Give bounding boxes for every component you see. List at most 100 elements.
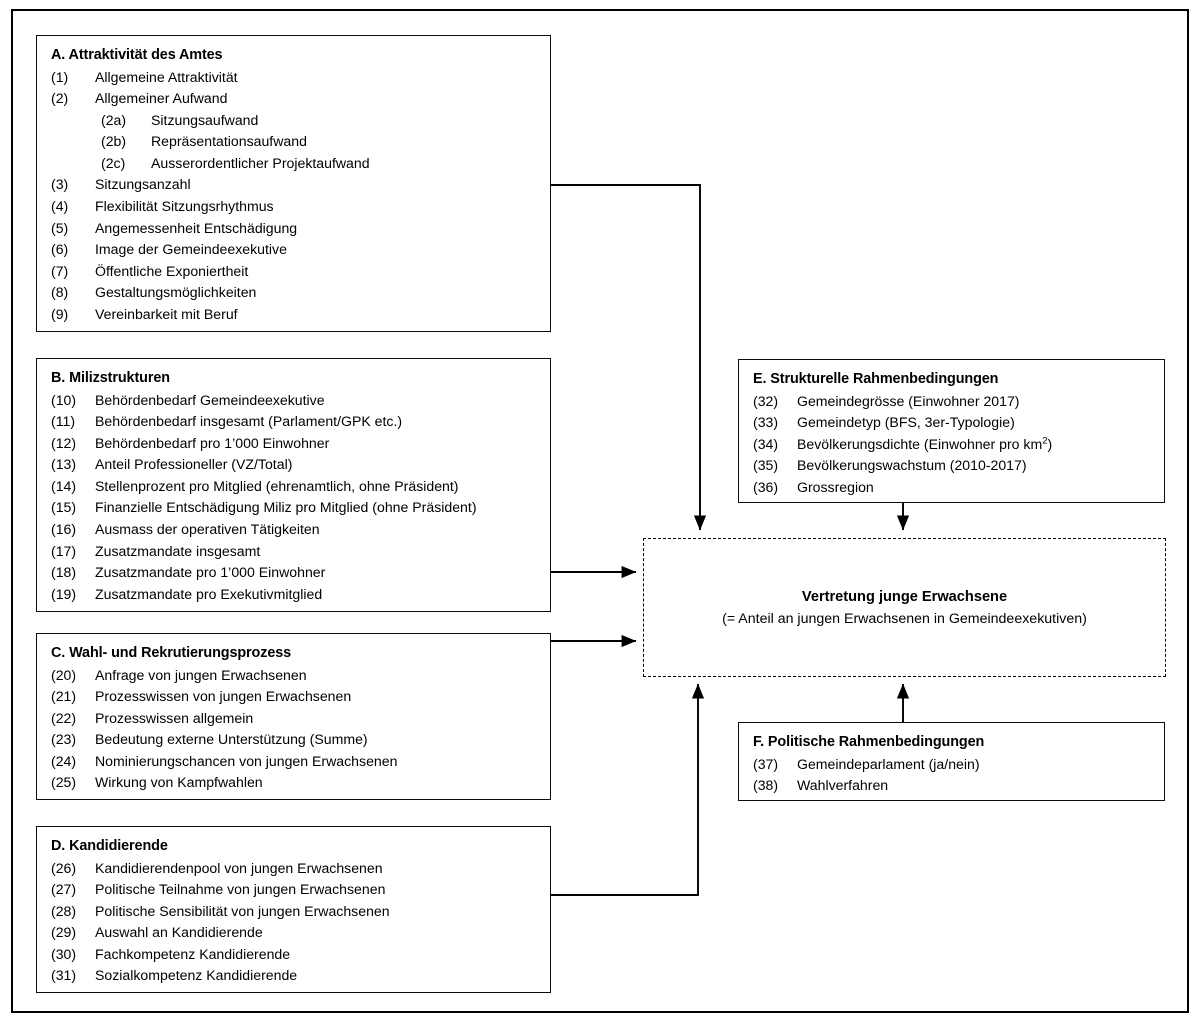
list-item: (35) Bevölkerungswachstum (2010-2017) <box>739 455 1164 477</box>
item-label: Sitzungsaufwand <box>151 111 259 128</box>
list-item: (23) Bedeutung externe Unterstützung (Su… <box>37 729 550 751</box>
item-label: Flexibilität Sitzungsrhythmus <box>95 198 274 215</box>
list-item: (29) Auswahl an Kandidierende <box>37 922 550 944</box>
item-number: (17) <box>51 542 77 559</box>
box-c-title: C. Wahl- und Rekrutierungsprozess <box>51 645 292 661</box>
list-item: (9) Vereinbarkeit mit Beruf <box>37 304 550 326</box>
item-number: (24) <box>51 752 77 769</box>
item-label: Allgemeiner Aufwand <box>95 90 228 107</box>
item-label: Wirkung von Kampfwahlen <box>95 774 263 791</box>
item-label: Sitzungsanzahl <box>95 176 191 193</box>
item-number: (10) <box>51 391 77 408</box>
box-b-items: (10) Behördenbedarf Gemeindeexekutive (1… <box>37 390 550 606</box>
list-item: (7) Öffentliche Exponiertheit <box>37 261 550 283</box>
list-item: (16) Ausmass der operativen Tätigkeiten <box>37 519 550 541</box>
list-item: (33) Gemeindetyp (BFS, 3er-Typologie) <box>739 412 1164 434</box>
item-label: Stellenprozent pro Mitglied (ehrenamtlic… <box>95 477 459 494</box>
item-label: Zusatzmandate pro Exekutivmitglied <box>95 585 323 602</box>
item-number: (1) <box>51 68 69 85</box>
box-f-items: (37) Gemeindeparlament (ja/nein) (38) Wa… <box>739 754 1164 797</box>
item-number: (4) <box>51 198 69 215</box>
item-number: (32) <box>753 392 779 409</box>
box-b-title: B. Milizstrukturen <box>51 370 170 386</box>
outcome-box-vertretung-junge-erwachsene: Vertretung junge Erwachsene (= Anteil an… <box>643 538 1166 677</box>
item-label: Behördenbedarf Gemeindeexekutive <box>95 391 325 408</box>
item-label: Bevölkerungswachstum (2010-2017) <box>797 457 1027 474</box>
list-item: (2c) Ausserordentlicher Projektaufwand <box>37 153 550 175</box>
box-e-title: E. Strukturelle Rahmenbedingungen <box>753 371 999 387</box>
box-a-title: A. Attraktivität des Amtes <box>51 47 223 63</box>
item-number: (19) <box>51 585 77 602</box>
outcome-subtitle: (= Anteil an jungen Erwachsenen in Gemei… <box>722 610 1087 627</box>
item-number: (25) <box>51 774 77 791</box>
item-label: Prozesswissen allgemein <box>95 709 254 726</box>
box-c-wahl-und-rekrutierungsprozess: C. Wahl- und Rekrutierungsprozess (20) A… <box>36 633 551 800</box>
list-item: (1) Allgemeine Attraktivität <box>37 67 550 89</box>
item-number: (8) <box>51 284 69 301</box>
box-e-items: (32) Gemeindegrösse (Einwohner 2017) (33… <box>739 391 1164 499</box>
box-e-strukturelle-rahmenbedingungen: E. Strukturelle Rahmenbedingungen (32) G… <box>738 359 1165 503</box>
list-item: (2) Allgemeiner Aufwand <box>37 88 550 110</box>
item-number: (2a) <box>101 111 127 128</box>
box-f-title: F. Politische Rahmenbedingungen <box>753 734 985 750</box>
list-item: (15) Finanzielle Entschädigung Miliz pro… <box>37 497 550 519</box>
item-label: Bevölkerungsdichte (Einwohner pro km2) <box>797 435 1053 452</box>
item-number: (31) <box>51 967 77 984</box>
item-label: Repräsentationsaufwand <box>151 133 307 150</box>
item-number: (16) <box>51 521 77 538</box>
item-number: (9) <box>51 306 69 323</box>
list-item: (22) Prozesswissen allgemein <box>37 708 550 730</box>
list-item: (4) Flexibilität Sitzungsrhythmus <box>37 196 550 218</box>
box-d-items: (26) Kandidierendenpool von jungen Erwac… <box>37 858 550 988</box>
list-item: (25) Wirkung von Kampfwahlen <box>37 772 550 794</box>
item-number: (7) <box>51 262 69 279</box>
list-item: (19) Zusatzmandate pro Exekutivmitglied <box>37 584 550 606</box>
box-b-milizstrukturen: B. Milizstrukturen (10) Behördenbedarf G… <box>36 358 551 612</box>
box-a-attraktivitaet-des-amtes: A. Attraktivität des Amtes (1) Allgemein… <box>36 35 551 332</box>
item-number: (30) <box>51 945 77 962</box>
list-item: (26) Kandidierendenpool von jungen Erwac… <box>37 858 550 880</box>
outcome-title: Vertretung junge Erwachsene <box>801 588 1008 605</box>
item-label: Gemeindegrösse (Einwohner 2017) <box>797 392 1020 409</box>
item-label: Zusatzmandate pro 1’000 Einwohner <box>95 564 326 581</box>
item-number: (13) <box>51 456 77 473</box>
list-item: (17) Zusatzmandate insgesamt <box>37 541 550 563</box>
item-number: (33) <box>753 414 779 431</box>
item-label: Anfrage von jungen Erwachsenen <box>95 666 307 683</box>
box-d-title: D. Kandidierende <box>51 838 168 854</box>
item-label: Sozialkompetenz Kandidierende <box>95 967 298 984</box>
item-label: Prozesswissen von jungen Erwachsenen <box>95 688 352 705</box>
item-label: Behördenbedarf pro 1’000 Einwohner <box>95 434 330 451</box>
item-number: (38) <box>753 777 779 794</box>
item-number: (11) <box>51 413 76 430</box>
list-item: (6) Image der Gemeindeexekutive <box>37 239 550 261</box>
item-number: (6) <box>51 241 69 258</box>
item-number: (15) <box>51 499 77 516</box>
list-item: (36) Grossregion <box>739 477 1164 499</box>
item-number: (22) <box>51 709 77 726</box>
item-number: (2c) <box>101 154 126 171</box>
item-number: (28) <box>51 902 77 919</box>
list-item: (32) Gemeindegrösse (Einwohner 2017) <box>739 391 1164 413</box>
item-label: Gemeindeparlament (ja/nein) <box>797 755 980 772</box>
list-item: (8) Gestaltungsmöglichkeiten <box>37 282 550 304</box>
item-label: Auswahl an Kandidierende <box>95 924 263 941</box>
item-number: (35) <box>753 457 779 474</box>
list-item: (2b) Repräsentationsaufwand <box>37 131 550 153</box>
item-number: (3) <box>51 176 69 193</box>
item-label: Behördenbedarf insgesamt (Parlament/GPK … <box>95 413 403 430</box>
list-item: (2a) Sitzungsaufwand <box>37 110 550 132</box>
list-item: (21) Prozesswissen von jungen Erwachsene… <box>37 686 550 708</box>
item-number: (37) <box>753 755 779 772</box>
item-label: Wahlverfahren <box>797 777 889 794</box>
list-item: (5) Angemessenheit Entschädigung <box>37 218 550 240</box>
list-item: (34) Bevölkerungsdichte (Einwohner pro k… <box>739 434 1164 456</box>
list-item: (11) Behördenbedarf insgesamt (Parlament… <box>37 411 550 433</box>
item-label: Gemeindetyp (BFS, 3er-Typologie) <box>797 414 1015 431</box>
box-f-politische-rahmenbedingungen: F. Politische Rahmenbedingungen (37) Gem… <box>738 722 1165 801</box>
item-number: (18) <box>51 564 77 581</box>
list-item: (38) Wahlverfahren <box>739 775 1164 797</box>
item-number: (29) <box>51 924 77 941</box>
list-item: (3) Sitzungsanzahl <box>37 174 550 196</box>
